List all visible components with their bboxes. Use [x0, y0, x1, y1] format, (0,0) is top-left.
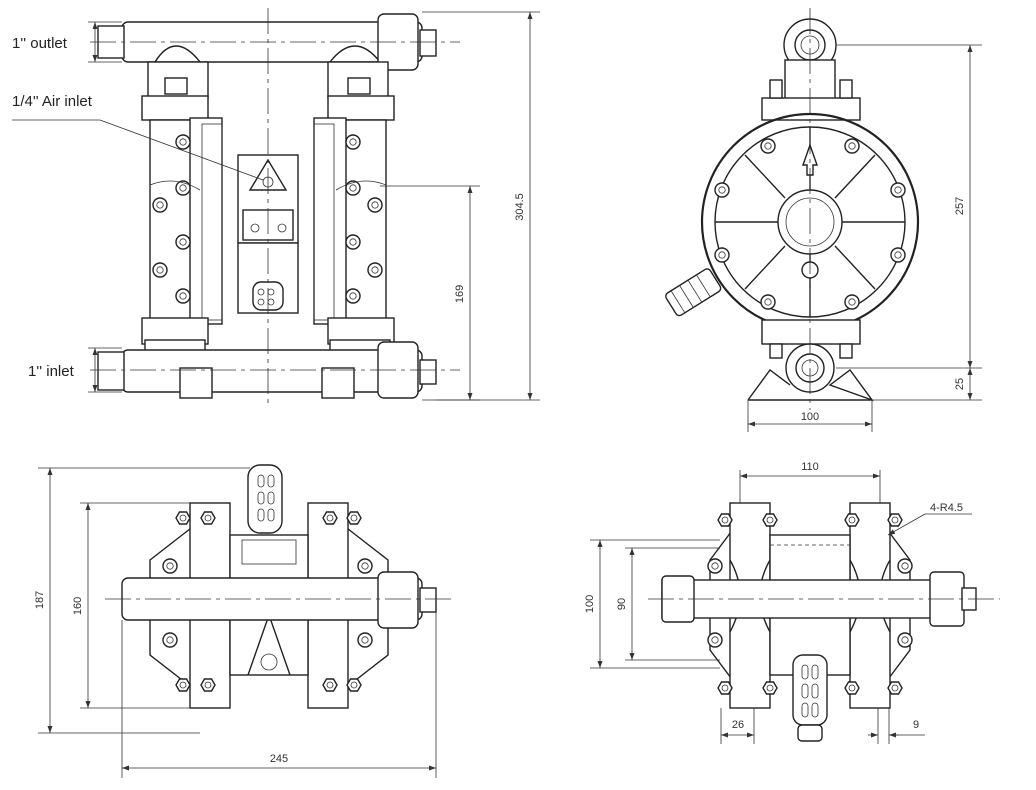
- dim-top-inner: 160: [72, 597, 84, 615]
- dim-base-height: 25: [954, 378, 966, 390]
- dim-side-height: 257: [954, 197, 966, 215]
- side-view: 257 25 100: [665, 8, 982, 432]
- dim-mount-inner: 90: [616, 598, 628, 610]
- dim-slot-offset: 9: [913, 719, 919, 731]
- front-view: 304.5 169 1'' outlet 1/4'' Air inlet 1''…: [12, 8, 540, 405]
- bottom-view: 110 4-R4.5 100 90 26 9: [584, 461, 1000, 744]
- label-air-inlet: 1/4'' Air inlet: [12, 93, 93, 110]
- dim-slot-width: 26: [732, 719, 744, 731]
- dim-inlet-to-air: 169: [454, 285, 466, 303]
- dim-bolt-spacing: 110: [801, 461, 819, 473]
- dim-overall-height: 304.5: [514, 193, 526, 221]
- label-inlet: 1'' inlet: [28, 363, 75, 380]
- dim-hole-radius: 4-R4.5: [930, 502, 963, 514]
- label-outlet: 1'' outlet: [12, 35, 68, 52]
- dim-top-depth: 187: [34, 591, 46, 609]
- dim-top-length: 245: [270, 753, 288, 765]
- dim-base-width: 100: [801, 411, 819, 423]
- dim-mount-depth: 100: [584, 595, 596, 613]
- top-view: 187 160 245: [34, 464, 452, 778]
